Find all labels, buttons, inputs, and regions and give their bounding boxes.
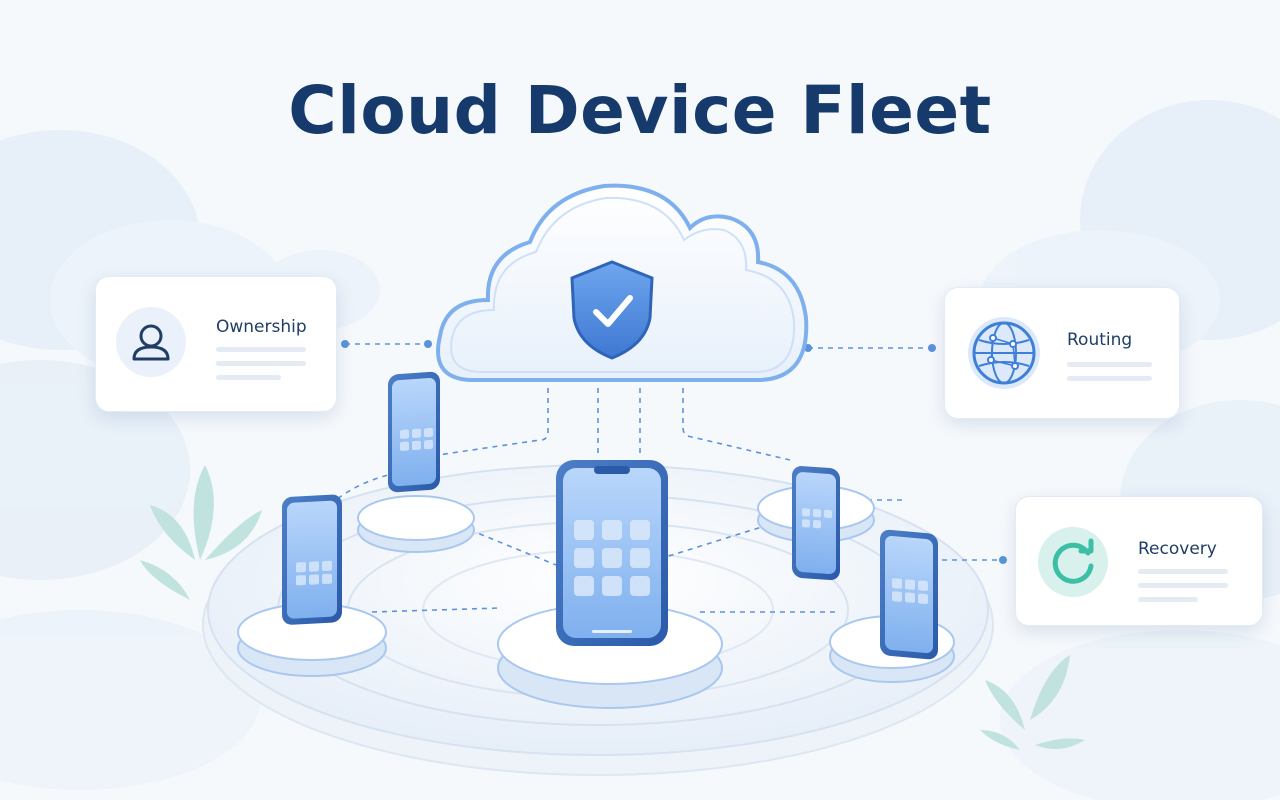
ownership-card: Ownership — [95, 276, 337, 412]
device-phone-1 — [357, 371, 475, 553]
device-phone-2 — [237, 494, 387, 677]
recovery-placeholder-line-1 — [1138, 569, 1228, 574]
device-phone-5 — [829, 529, 955, 683]
ownership-placeholder-line-2 — [216, 361, 306, 366]
routing-placeholder-line-1 — [1067, 362, 1152, 367]
routing-label: Routing — [1067, 330, 1133, 350]
routing-card: Routing — [944, 287, 1180, 419]
connectors — [329, 343, 1003, 613]
routing-placeholder-line-2 — [1067, 376, 1152, 381]
left-leaves — [140, 465, 270, 604]
device-phone-center — [497, 460, 723, 709]
ownership-placeholder-line-3 — [216, 375, 281, 380]
user-icon — [116, 307, 186, 377]
page-title: Cloud Device Fleet — [288, 72, 992, 149]
shield-check-icon — [570, 260, 654, 360]
globe-network-icon — [965, 314, 1043, 392]
recovery-label: Recovery — [1138, 539, 1217, 559]
ownership-label: Ownership — [216, 317, 307, 337]
refresh-icon — [1036, 525, 1110, 599]
ownership-placeholder-line-1 — [216, 347, 306, 352]
recovery-placeholder-line-3 — [1138, 597, 1198, 602]
connector-dots — [341, 340, 1007, 564]
recovery-card: Recovery — [1015, 496, 1263, 626]
device-phone-4 — [757, 466, 875, 581]
right-leaves — [980, 655, 1085, 750]
cloud-hub — [436, 183, 809, 382]
recovery-placeholder-line-2 — [1138, 583, 1228, 588]
